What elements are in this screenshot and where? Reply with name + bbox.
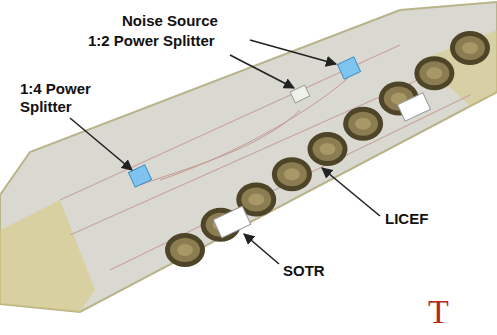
licef-receiver — [414, 56, 454, 90]
receiver-rim — [308, 132, 348, 166]
receiver-rim — [272, 157, 312, 191]
receiver-face — [277, 162, 307, 186]
leader-line — [230, 55, 294, 88]
power-splitter-1-2 — [337, 57, 360, 79]
receiver-face — [313, 137, 343, 161]
licef-receiver — [272, 157, 312, 191]
receiver-face — [170, 238, 200, 262]
receiver-face — [455, 36, 485, 60]
receiver-array — [165, 31, 490, 267]
receiver-face — [241, 188, 271, 212]
part-label: 1:2 Power Splitter — [88, 32, 215, 50]
receiver-center — [426, 67, 442, 79]
receiver-face — [419, 61, 449, 85]
receiver-rim — [450, 31, 490, 65]
leader-line — [250, 40, 336, 64]
receiver-center — [355, 118, 371, 130]
part-label: 1:4 Power Splitter — [20, 80, 112, 116]
part-label: Noise Source — [122, 12, 218, 30]
part-label: LICEF — [385, 210, 428, 228]
licef-receiver — [308, 132, 348, 166]
part-label: SOTR — [283, 262, 325, 280]
cable-harness — [140, 78, 348, 185]
hinge-bracket — [420, 30, 497, 106]
sotr-box — [398, 93, 431, 121]
leader-line — [322, 168, 380, 216]
receiver-rim — [414, 56, 454, 90]
licef-receiver — [343, 107, 383, 141]
receiver-center — [284, 168, 300, 180]
receiver-rim — [165, 233, 205, 267]
receiver-rim — [343, 107, 383, 141]
title-fragment: T — [428, 294, 449, 330]
receiver-center — [320, 143, 336, 155]
sotr-box — [213, 206, 250, 238]
receiver-center — [462, 42, 478, 54]
cable-harness — [60, 45, 470, 270]
hinge-bracket — [0, 200, 95, 312]
power-splitter-1-4 — [128, 165, 151, 187]
receiver-center — [177, 244, 193, 256]
receiver-center — [248, 194, 264, 206]
leader-line — [70, 118, 132, 170]
leader-line — [244, 234, 279, 264]
licef-receiver — [165, 233, 205, 267]
arm-panel — [0, 2, 497, 312]
receiver-face — [348, 112, 378, 136]
licef-receiver — [450, 31, 490, 65]
